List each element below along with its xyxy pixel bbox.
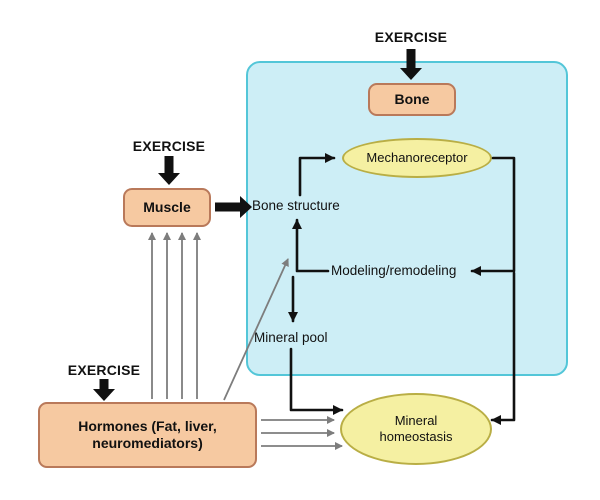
- mineral-pool-label: Mineral pool: [254, 330, 328, 345]
- bone-structure-label: Bone structure: [252, 198, 340, 213]
- exercise-label-muscle: EXERCISE: [132, 138, 206, 154]
- exercise-label-hormones: EXERCISE: [67, 362, 141, 378]
- mineral-homeostasis-label: Mineral homeostasis: [379, 412, 453, 444]
- exercise-muscle-arrow: [158, 156, 180, 185]
- modeling-remodeling-label: Modeling/remodeling: [331, 263, 457, 278]
- muscle-node: Muscle: [123, 188, 211, 227]
- mineral-homeostasis-ellipse: Mineral homeostasis: [340, 393, 492, 465]
- exercise-label-bone: EXERCISE: [374, 29, 448, 45]
- hormones-node: Hormones (Fat, liver, neuromediators): [38, 402, 257, 468]
- bone-node: Bone: [368, 83, 456, 116]
- mechanoreceptor-ellipse: Mechanoreceptor: [342, 138, 492, 178]
- exercise-hormones-arrow: [93, 379, 115, 401]
